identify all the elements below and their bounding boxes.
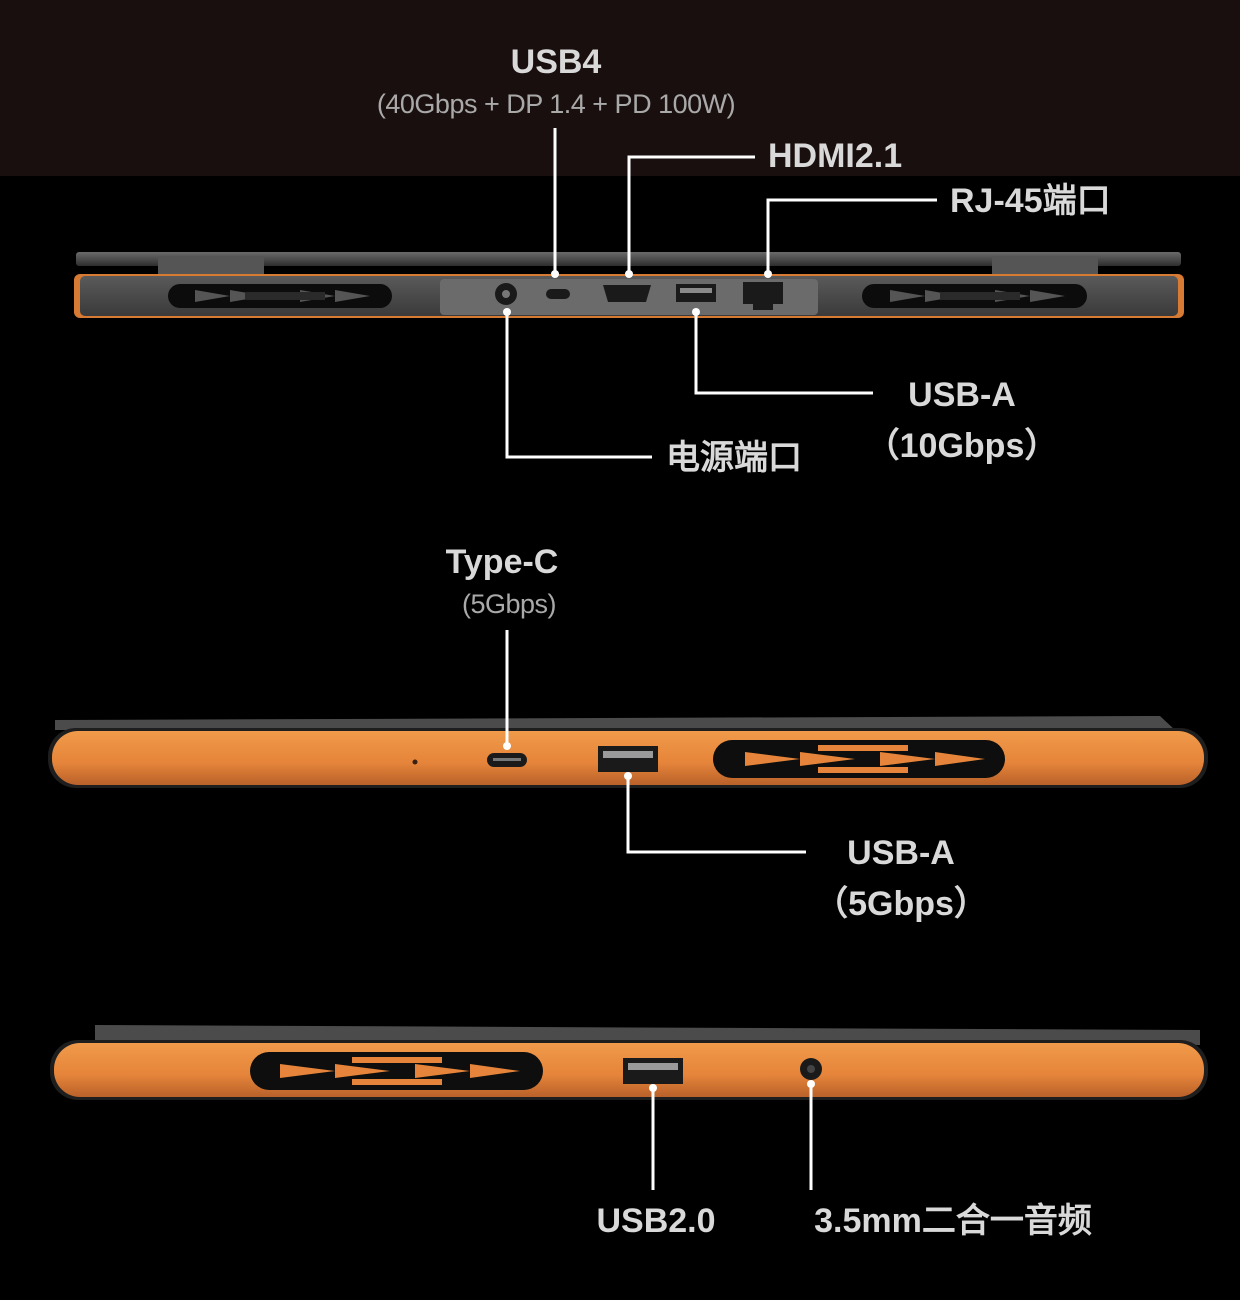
right-vent	[250, 1052, 543, 1090]
hdmi-port-icon	[603, 285, 651, 302]
hdmi-label: HDMI2.1	[768, 137, 903, 175]
left-lid	[55, 716, 1175, 730]
power-leader	[505, 312, 652, 459]
rear-vent-left	[168, 284, 392, 308]
top-background-band	[0, 0, 1240, 176]
left-side-laptop	[48, 716, 1208, 788]
usb-a-rear-leader	[694, 312, 873, 395]
usb-a-left-label: USB-A	[847, 834, 955, 872]
indicator-led	[412, 759, 418, 765]
rear-view-laptop	[74, 252, 1184, 318]
usb-a-left-detail: （5Gbps）	[814, 885, 988, 923]
hdmi-leader	[627, 155, 755, 274]
leader-dots	[503, 270, 815, 1092]
rj45-port-icon	[743, 282, 783, 304]
right-side-laptop	[50, 1025, 1208, 1100]
hinge-right	[992, 256, 1098, 274]
hinge-left	[158, 256, 264, 274]
type-c-label: Type-C	[445, 543, 559, 581]
rear-vent-right	[862, 284, 1087, 308]
usb4-port-icon	[546, 289, 570, 299]
usb-a-left-leader	[626, 776, 806, 854]
audio-label: 3.5mm二合一音频	[814, 1202, 1092, 1240]
usb-a-rear-detail: （10Gbps）	[865, 427, 1059, 465]
left-vent	[713, 740, 1005, 778]
rj45-label: RJ-45端口	[950, 182, 1111, 220]
usb2-port-icon	[623, 1058, 683, 1084]
type-c-detail: (5Gbps)	[461, 589, 557, 619]
usb4-label: USB4	[510, 43, 602, 81]
usb4-detail: (40Gbps + DP 1.4 + PD 100W)	[376, 89, 736, 119]
power-port-label: 电源端口	[666, 439, 802, 477]
usb-a-port-icon	[598, 746, 658, 772]
leader-lines	[505, 128, 937, 1190]
usb-a-rear-label: USB-A	[908, 376, 1016, 414]
rj45-leader	[766, 198, 937, 274]
usb2-label: USB2.0	[596, 1202, 716, 1240]
